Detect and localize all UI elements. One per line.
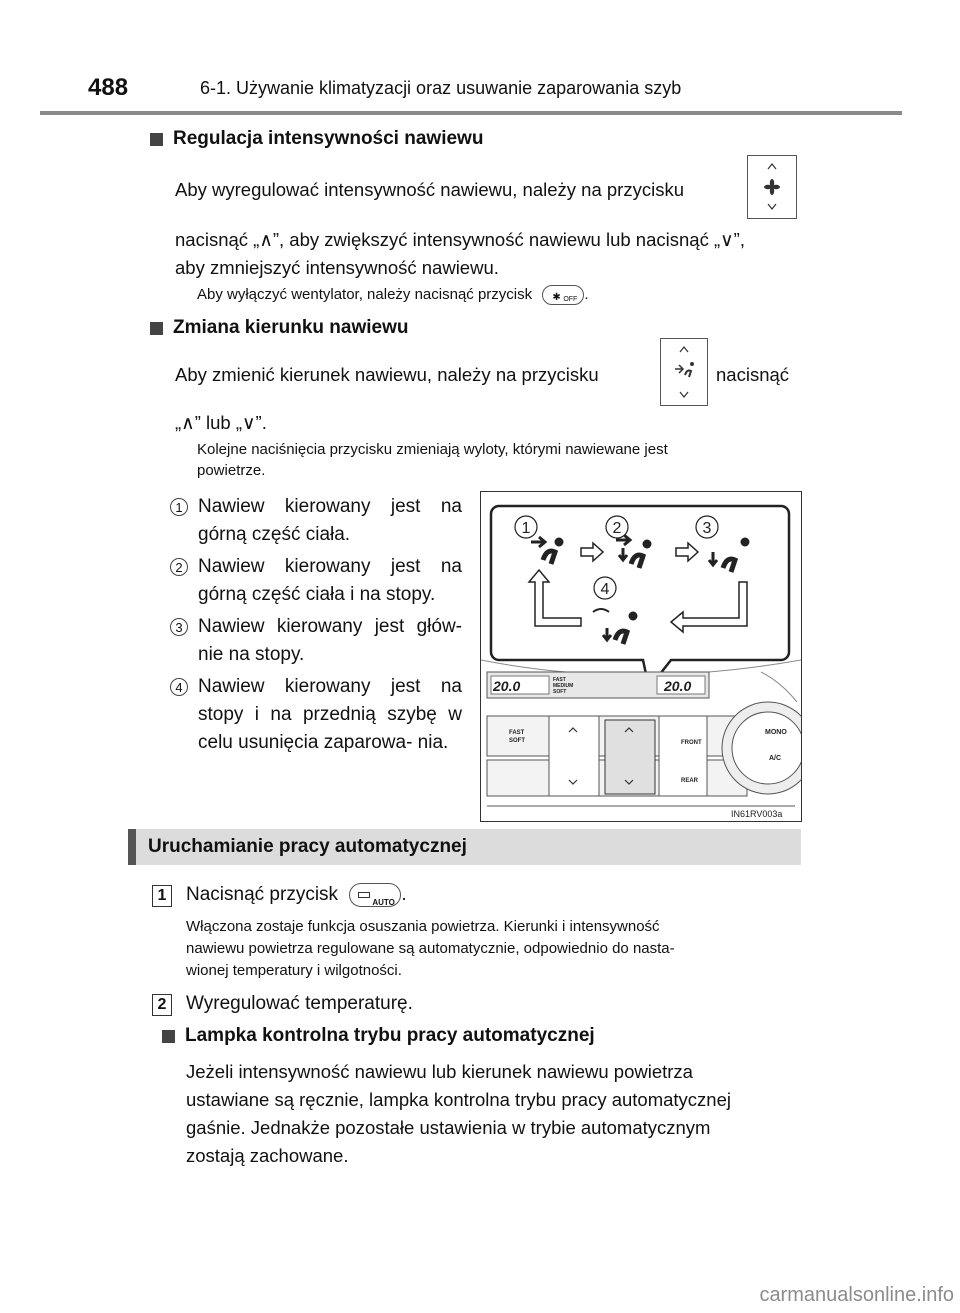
watermark: carmanualsonline.info bbox=[759, 1284, 954, 1306]
list-item: 3 Nawiew kierowany jest głów- nie na sto… bbox=[170, 613, 462, 669]
paragraph-line: Jeżeli intensywność nawiewu lub kierunek… bbox=[186, 1061, 693, 1082]
auto-button-icon: AUTO bbox=[349, 882, 402, 907]
list-item-text: Nawiew kierowany jest na górną część cia… bbox=[198, 556, 462, 605]
note-text: Aby wyłączyć wentylator, należy nacisnąć… bbox=[197, 286, 533, 303]
callout-4: 4 bbox=[601, 581, 610, 598]
soft-button-label: SOFT bbox=[509, 738, 525, 744]
running-title: 6-1. Używanie klimatyzacji oraz usuwanie… bbox=[200, 78, 682, 98]
callout-2: 2 bbox=[613, 520, 622, 537]
header-rule bbox=[40, 111, 902, 115]
section-heading-fan-speed: Regulacja intensywności nawiewu bbox=[150, 128, 483, 150]
auto-section-title: Uruchamianie pracy automatycznej bbox=[148, 836, 467, 857]
display-temp-left: 20.0 bbox=[492, 678, 520, 694]
subsection-heading: Lampka kontrolna trybu pracy automatyczn… bbox=[162, 1025, 595, 1047]
paragraph-line: gaśnie. Jednakże pozostałe ustawienia w … bbox=[186, 1117, 711, 1138]
display-temp-right: 20.0 bbox=[663, 678, 691, 694]
fast-label: FAST bbox=[553, 677, 566, 683]
callout-1: 1 bbox=[522, 520, 531, 537]
front-label: FRONT bbox=[681, 740, 702, 746]
circled-number: 2 bbox=[170, 558, 188, 576]
square-bullet-icon bbox=[150, 321, 163, 335]
ac-label: A/C bbox=[769, 755, 781, 762]
square-bullet-icon bbox=[150, 132, 163, 146]
section-bar bbox=[128, 829, 801, 865]
subsection-title: Lampka kontrolna trybu pracy automatyczn… bbox=[185, 1025, 595, 1046]
step-number-box: 1 bbox=[152, 885, 172, 907]
step-text-part: . bbox=[401, 884, 407, 905]
paragraph-line: zostają zachowane. bbox=[186, 1145, 349, 1166]
medium-label: MEDIUM bbox=[553, 683, 573, 689]
circled-number: 3 bbox=[170, 618, 188, 636]
section-bar-tab bbox=[128, 829, 136, 865]
soft-label: SOFT bbox=[553, 689, 566, 695]
fast-button-label: FAST bbox=[509, 730, 525, 736]
paragraph-line: Aby wyregulować intensywność nawiewu, na… bbox=[175, 179, 684, 200]
step-number-box: 2 bbox=[152, 994, 172, 1016]
section-title: Zmiana kierunku nawiewu bbox=[173, 317, 409, 338]
page-number: 488 bbox=[88, 74, 129, 101]
list-item: 1 Nawiew kierowany jest na górną część c… bbox=[170, 493, 462, 549]
paragraph-line: „∧” lub „∨”. bbox=[175, 412, 267, 433]
list-item: 4 Nawiew kierowany jest na stopy i na pr… bbox=[170, 673, 462, 757]
rear-label: REAR bbox=[681, 778, 699, 784]
note-line: nawiewu powietrza regulowane są automaty… bbox=[186, 940, 675, 957]
note-line: Kolejne naciśnięcia przycisku zmieniają … bbox=[197, 441, 668, 458]
paragraph-line: aby zmniejszyć intensywność nawiewu. bbox=[175, 257, 499, 278]
list-item: 2 Nawiew kierowany jest na górną część c… bbox=[170, 553, 462, 609]
auto-label: AUTO bbox=[372, 897, 395, 907]
section-heading-direction: Zmiana kierunku nawiewu bbox=[150, 317, 408, 339]
circled-number: 4 bbox=[170, 678, 188, 696]
paragraph-line: nacisnąć bbox=[716, 364, 790, 385]
list-item-text: Nawiew kierowany jest głów- nie na stopy… bbox=[198, 616, 462, 665]
fan-speed-button-icon bbox=[747, 155, 797, 219]
paragraph-line: Aby zmienić kierunek nawiewu, należy na … bbox=[175, 364, 599, 385]
climate-panel-figure: 1 2 3 4 20.0 20.0 FAST MEDIUM SOFT FAST … bbox=[480, 491, 802, 822]
section-title: Regulacja intensywności nawiewu bbox=[173, 128, 484, 149]
off-label: OFF bbox=[563, 296, 578, 304]
paragraph-line: nacisnąć „∧”, aby zwiększyć intensywność… bbox=[175, 229, 745, 250]
note-line: Aby wyłączyć wentylator, należy nacisnąć… bbox=[197, 284, 588, 306]
note-line: Włączona zostaje funkcja osuszania powie… bbox=[186, 918, 660, 935]
step-text: Nacisnąć przycisk AUTO . bbox=[186, 881, 407, 909]
list-item-text: Nawiew kierowany jest na górną część cia… bbox=[198, 496, 462, 545]
callout-3: 3 bbox=[703, 520, 712, 537]
note-period: . bbox=[584, 286, 589, 303]
paragraph-line: ustawiane są ręcznie, lampka kontrolna t… bbox=[186, 1089, 731, 1110]
airflow-list: 1 Nawiew kierowany jest na górną część c… bbox=[170, 493, 462, 757]
list-item-text: Nawiew kierowany jest na stopy i na prze… bbox=[198, 676, 462, 753]
figure-code: IN61RV003a bbox=[731, 809, 782, 819]
step-text: Wyregulować temperaturę. bbox=[186, 993, 413, 1014]
square-bullet-icon bbox=[162, 1029, 175, 1043]
note-line: powietrze. bbox=[197, 462, 266, 479]
mono-label: MONO bbox=[765, 729, 787, 736]
fan-off-button-icon: ✱ OFF bbox=[542, 285, 585, 306]
airflow-mode-button-icon bbox=[660, 338, 708, 406]
note-line: wionej temperatury i wilgotności. bbox=[186, 962, 402, 979]
figure-drawing: 1 2 3 4 20.0 20.0 FAST MEDIUM SOFT FAST … bbox=[481, 504, 801, 819]
step-text-part: Nacisnąć przycisk bbox=[186, 884, 339, 905]
circled-number: 1 bbox=[170, 498, 188, 516]
